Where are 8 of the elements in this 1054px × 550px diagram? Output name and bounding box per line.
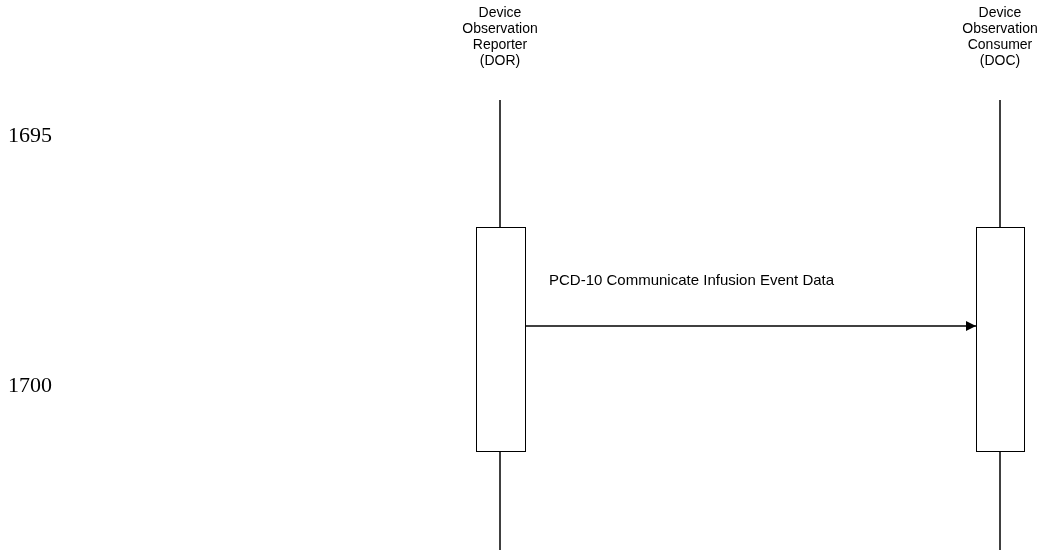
activation-bar [476,227,526,452]
line-number: 1700 [8,372,52,398]
participant-label: Device Observation Reporter (DOR) [452,4,548,68]
message-label: PCD-10 Communicate Infusion Event Data [549,271,835,288]
participant-label: Device Observation Consumer (DOC) [952,4,1048,68]
message-arrow [525,321,977,331]
line-number: 1695 [8,122,52,148]
activation-bar [976,227,1025,452]
